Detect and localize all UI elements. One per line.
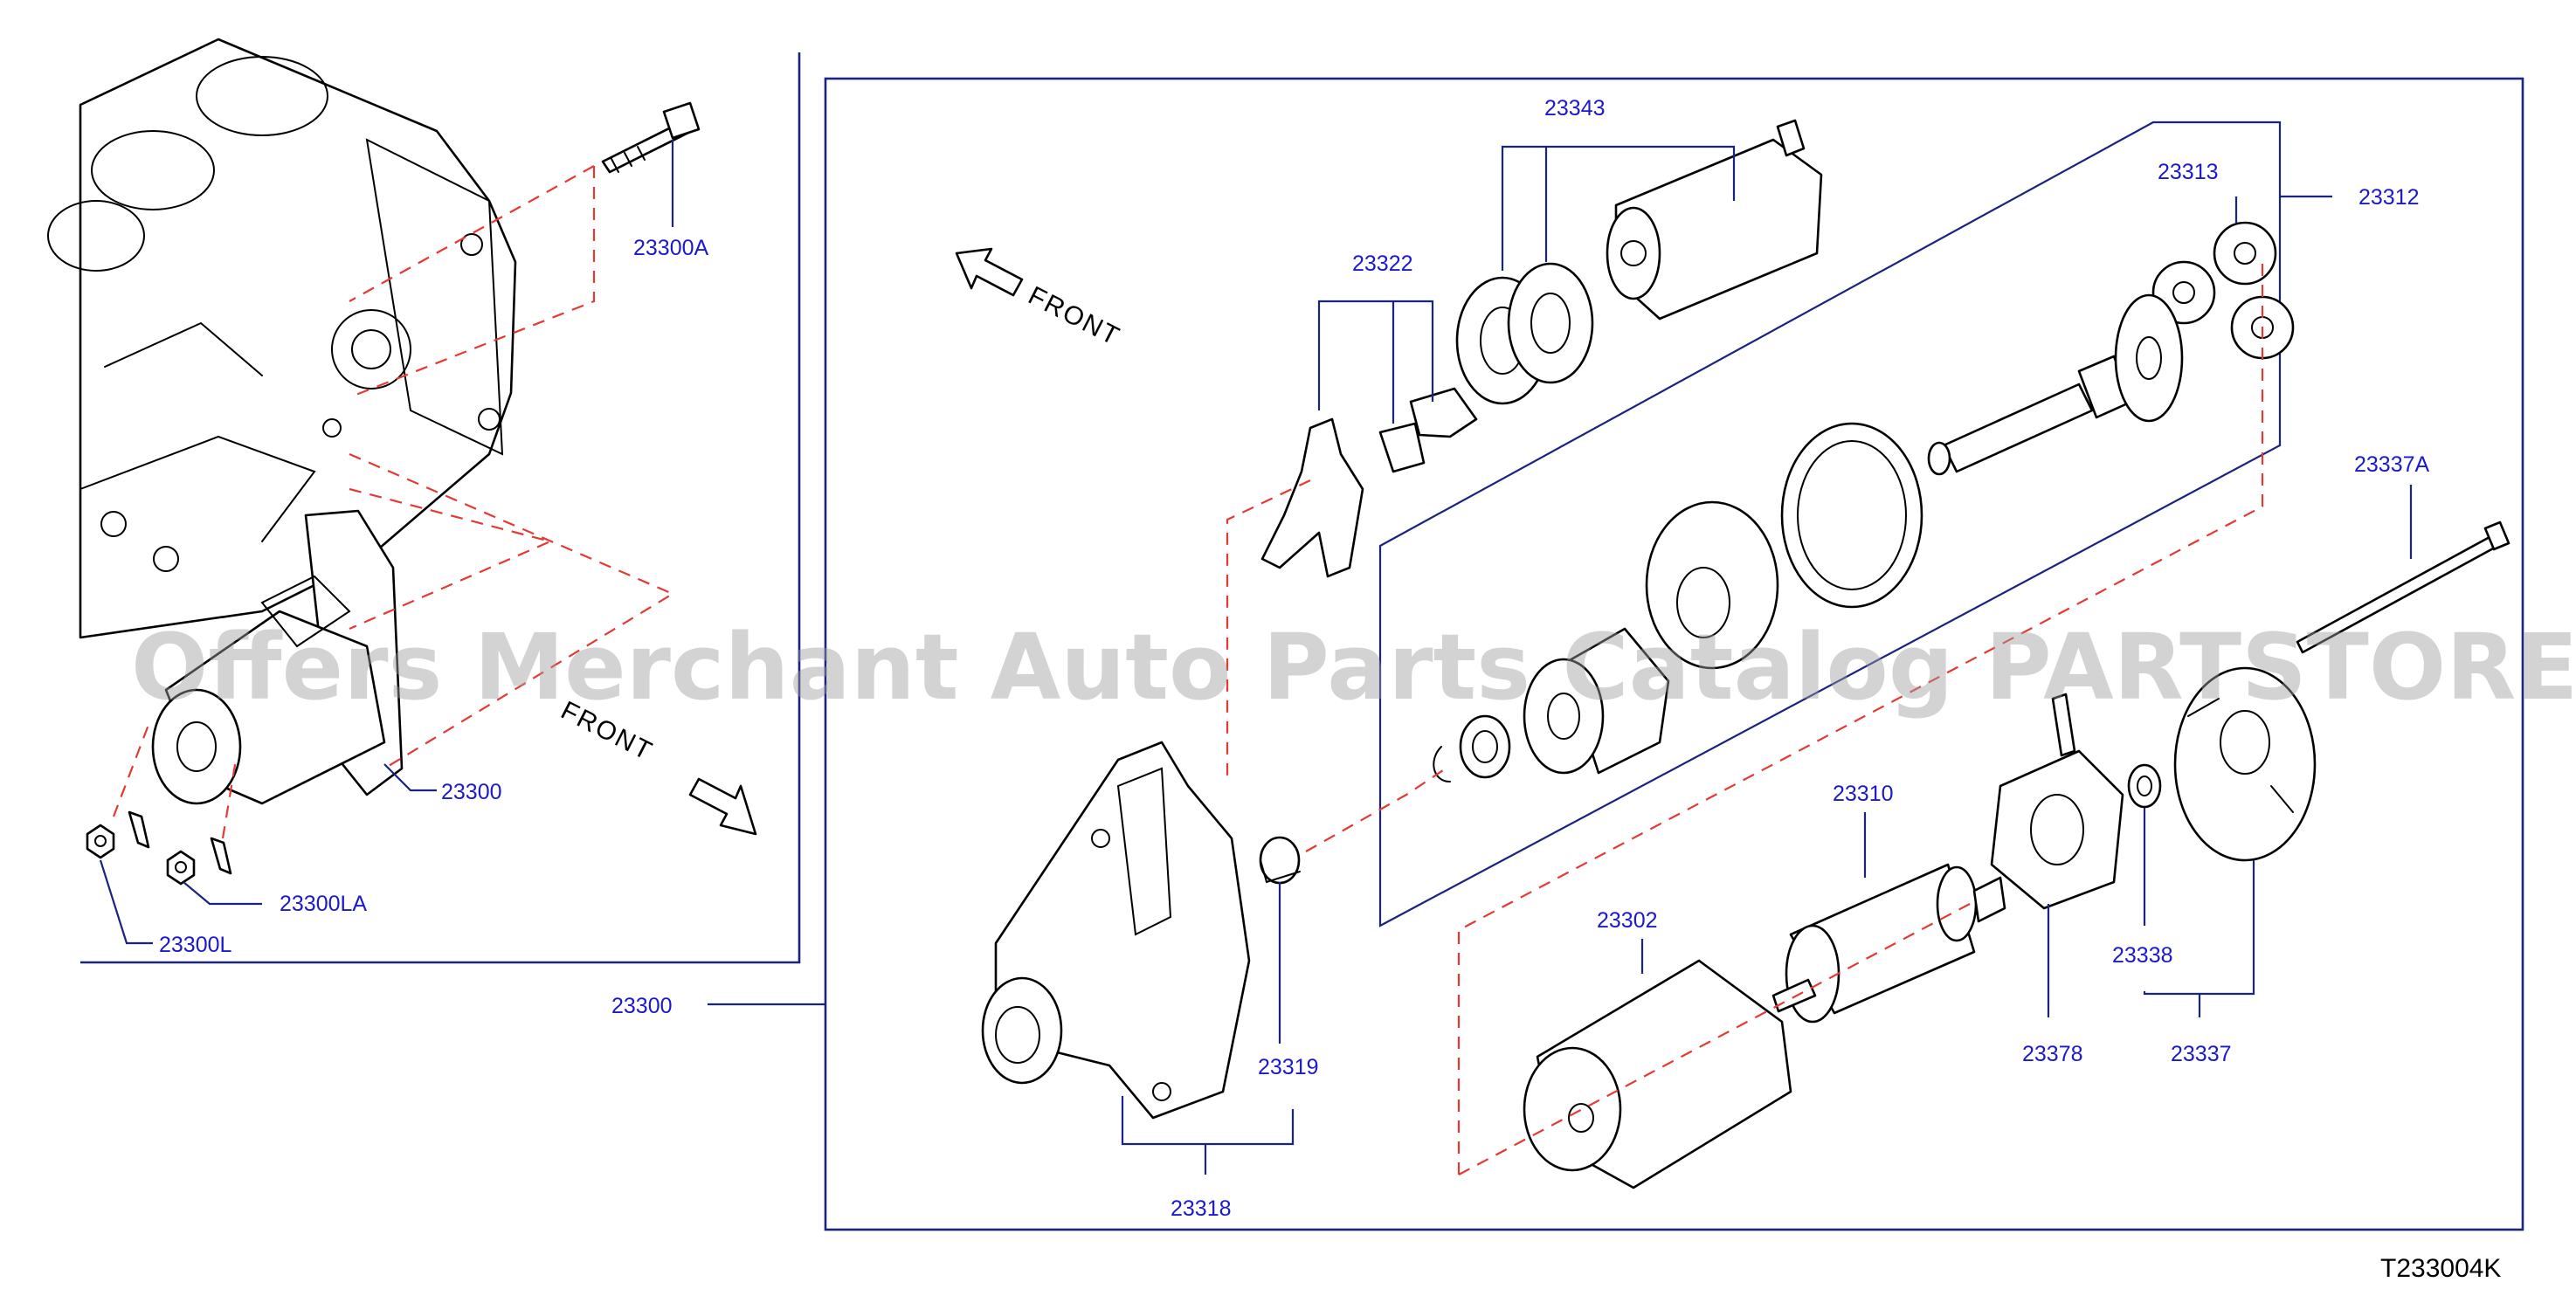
watermark-text: Offers Merchant Auto Parts Catalog PARTS… (131, 614, 2576, 720)
starter-motor-small-drawing (151, 509, 404, 805)
armature-23310-drawing (1771, 863, 2006, 1024)
part-number-23310[interactable]: 23310 (1833, 782, 1894, 806)
internal-gear-ring-drawing (1780, 422, 1923, 609)
solenoid-23343-drawing (1455, 119, 1823, 405)
front-arrow-left-icon (955, 247, 1024, 297)
part-number-23343[interactable]: 23343 (1544, 96, 1606, 121)
gear-housing-drawing (1645, 500, 1779, 670)
right-panel-border (824, 77, 2524, 1231)
leader-23322 (1317, 300, 1434, 410)
right-panel-guides (1226, 262, 2264, 1175)
rear-cover-23337-drawing (2173, 666, 2317, 862)
left-panel-guides (112, 165, 675, 839)
part-number-23319[interactable]: 23319 (1258, 1055, 1319, 1079)
part-number-23313[interactable]: 23313 (2158, 160, 2219, 184)
brush-holder-23378-drawing (1990, 693, 2124, 910)
leader-23300la (183, 881, 262, 906)
front-arrow-right-icon (688, 777, 757, 836)
bushing-23319-drawing (1259, 836, 1301, 885)
shift-lever-23322-drawing (1260, 387, 1478, 578)
part-number-23300l[interactable]: 23300L (159, 933, 232, 957)
nuts-and-washers-drawing (86, 810, 232, 886)
pinion-shaft-23312-drawing (1927, 293, 2184, 476)
engine-block-drawing (47, 38, 517, 639)
leader-23300l (99, 859, 153, 945)
front-label-top: FRONT (1024, 281, 1125, 352)
yoke-23302-drawing (1523, 959, 1792, 1189)
part-number-23300la[interactable]: 23300LA (280, 892, 367, 916)
washer-23338-drawing (2127, 763, 2162, 809)
front-housing-23318-drawing (981, 741, 1251, 1120)
part-number-23318[interactable]: 23318 (1171, 1196, 1232, 1221)
part-number-23337[interactable]: 23337 (2171, 1042, 2232, 1066)
subassembly-23312-border (1378, 121, 2282, 927)
overrunning-clutch-drawing (1433, 627, 1670, 782)
leader-23337 (2143, 860, 2255, 996)
starter-bolt-23300a-drawing (601, 101, 701, 174)
diagram-code: T233004K (2380, 1254, 2501, 1283)
leader-23300 (383, 763, 437, 792)
part-number-23337a[interactable]: 23337A (2354, 452, 2430, 477)
part-number-23300[interactable]: 23300 (441, 780, 502, 804)
leader-23318 (1121, 1096, 1295, 1146)
part-number-23312[interactable]: 23312 (2358, 185, 2420, 210)
part-number-23300a[interactable]: 23300A (633, 236, 709, 260)
part-number-23338[interactable]: 23338 (2112, 943, 2173, 968)
through-bolt-23337a-drawing (2296, 520, 2510, 654)
part-number-23322[interactable]: 23322 (1352, 252, 1413, 276)
part-number-23300-assembly[interactable]: 23300 (611, 994, 673, 1018)
left-panel-border (80, 52, 801, 964)
part-number-23378[interactable]: 23378 (2022, 1042, 2083, 1066)
part-number-23302[interactable]: 23302 (1597, 908, 1658, 933)
leader-23343 (1501, 145, 1736, 271)
